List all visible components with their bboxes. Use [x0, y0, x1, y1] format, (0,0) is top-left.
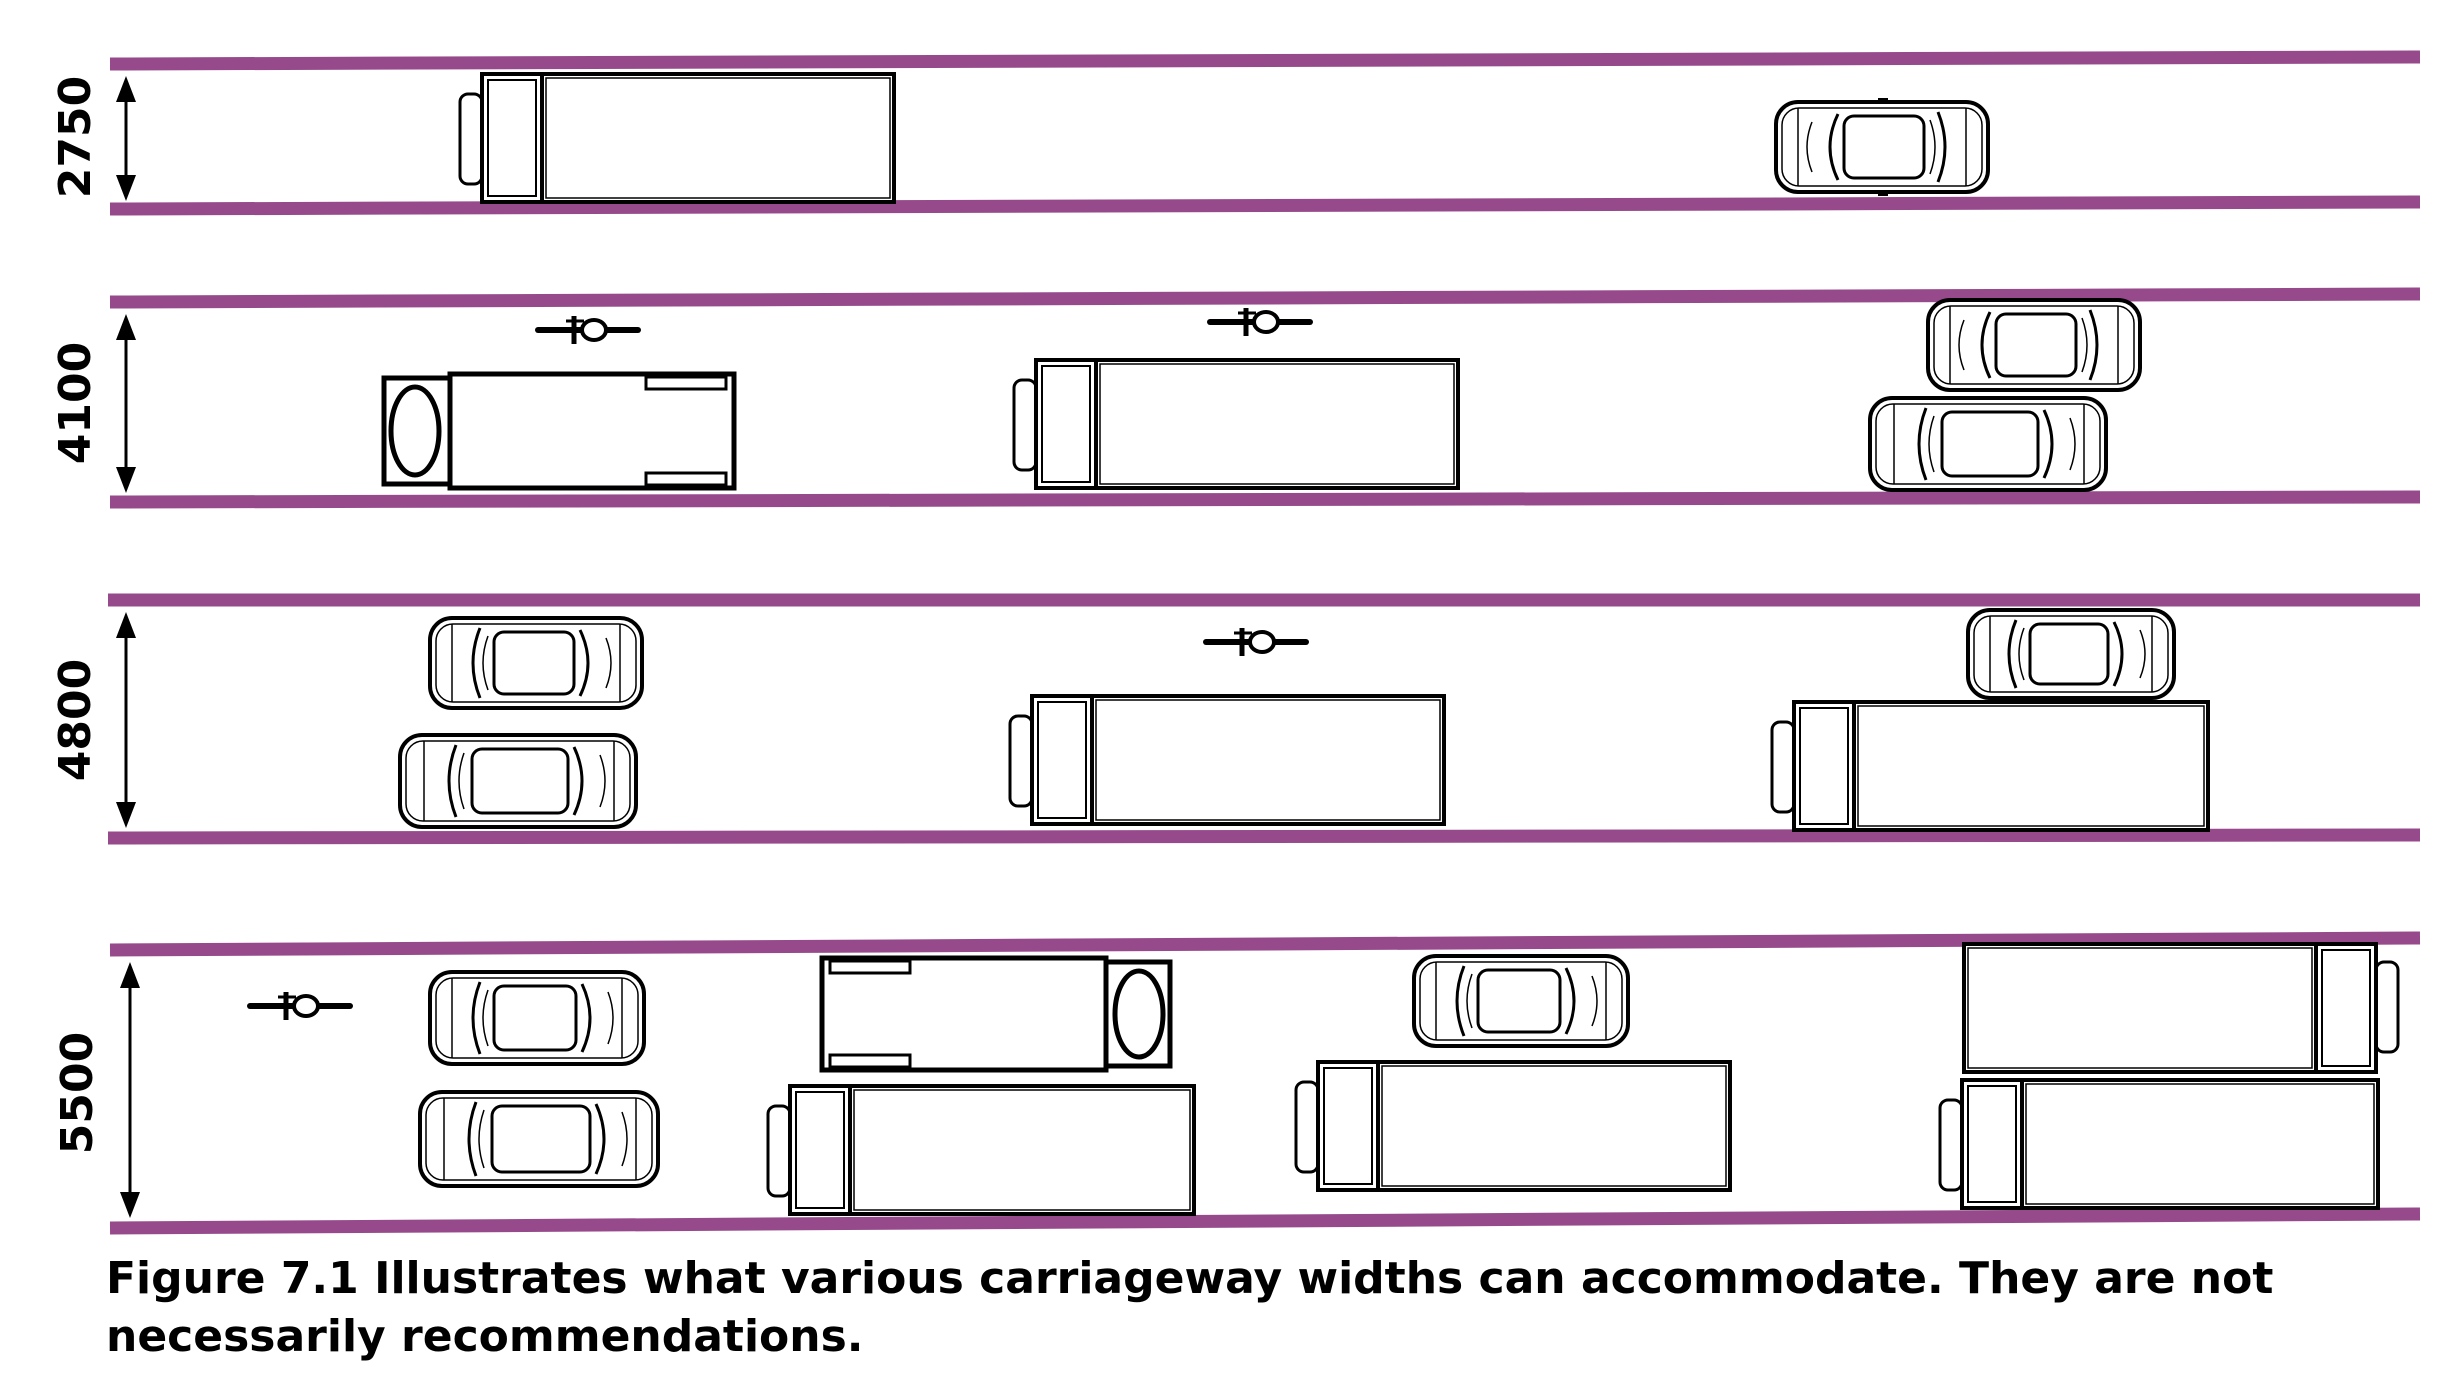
car: [1966, 608, 2176, 700]
car: [418, 1090, 660, 1188]
arrowhead-top: [116, 612, 136, 638]
kerb-line-top: [109, 931, 2421, 957]
truck: [766, 1084, 1196, 1216]
road-5500: 5500: [52, 931, 2421, 1235]
van: [819, 955, 1173, 1073]
road-2750: 2750: [50, 50, 2421, 216]
kerb-line-top: [109, 50, 2421, 71]
truck: [1008, 694, 1446, 826]
truck: [1294, 1060, 1732, 1192]
figure-caption: Figure 7.1 Illustrates what various carr…: [106, 1253, 2274, 1362]
bicycle: [1203, 628, 1309, 656]
arrowhead-top: [116, 314, 136, 340]
width-label: 2750: [50, 76, 101, 198]
road-4800: 4800: [50, 593, 2421, 845]
car: [428, 616, 644, 710]
arrowhead-bottom: [116, 175, 136, 201]
width-label: 4800: [50, 659, 101, 781]
arrowhead-top: [116, 76, 136, 102]
car: [1868, 396, 2108, 492]
kerb-line-bottom: [109, 1207, 2421, 1235]
kerb-line-bottom: [107, 828, 2421, 845]
kerb-line-bottom: [109, 195, 2421, 216]
truck: [1962, 942, 2400, 1074]
road-4100: 4100: [50, 287, 2421, 509]
car: [428, 970, 646, 1066]
car: [1926, 298, 2142, 392]
van: [381, 371, 737, 491]
arrowhead-bottom: [120, 1192, 140, 1218]
arrowhead-bottom: [116, 467, 136, 493]
truck: [458, 72, 896, 204]
car: [398, 733, 638, 829]
truck: [1012, 358, 1460, 490]
bicycle: [535, 316, 641, 344]
kerb-line-top: [109, 287, 2421, 309]
bicycle: [1207, 308, 1313, 336]
arrowhead-bottom: [116, 802, 136, 828]
bicycle: [247, 992, 353, 1020]
arrowhead-top: [120, 962, 140, 988]
truck: [1938, 1078, 2380, 1210]
car: [1412, 954, 1630, 1048]
truck: [1770, 700, 2210, 832]
kerb-line-bottom: [109, 490, 2421, 509]
width-label: 5500: [52, 1032, 103, 1154]
width-label: 4100: [50, 342, 101, 464]
car: [1774, 98, 1990, 196]
